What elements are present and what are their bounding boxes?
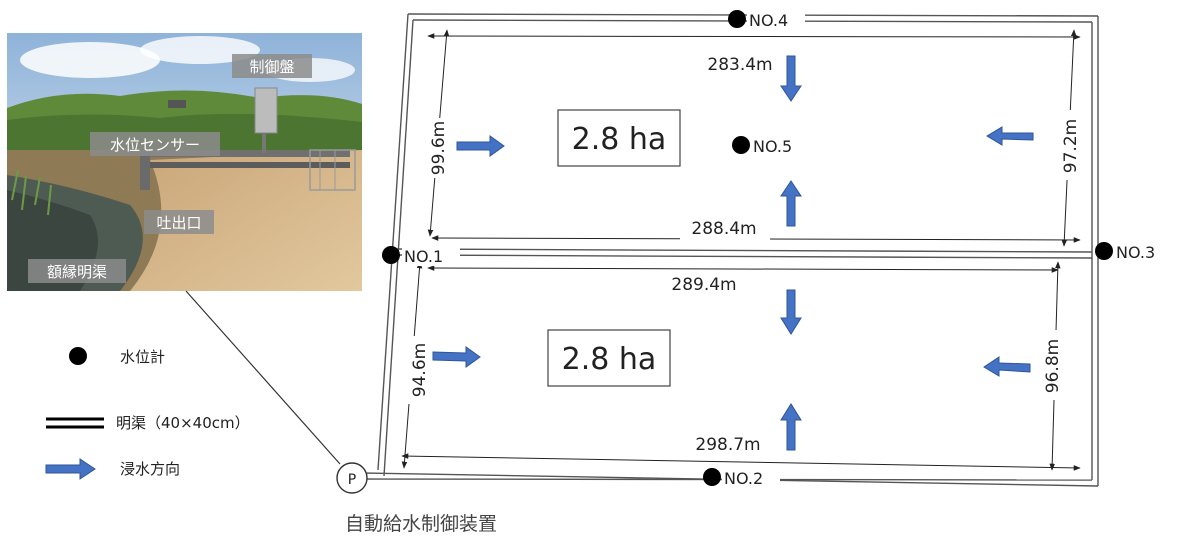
water-level-gauge-icon bbox=[728, 10, 746, 28]
gauge-label-no5: NO.5 bbox=[753, 137, 792, 156]
gauge-label-no3: NO.3 bbox=[1116, 243, 1155, 262]
open-channels bbox=[361, 13, 1099, 487]
measurement-north-right: 97.2m bbox=[1061, 119, 1081, 173]
flood-arrow-icon bbox=[780, 403, 802, 451]
photo-label-water-level-sensor: 水位センサー bbox=[110, 136, 200, 154]
measurement-south-top: 289.4m bbox=[671, 275, 736, 295]
pump-icon bbox=[336, 462, 368, 494]
flood-arrow-icon bbox=[432, 346, 481, 368]
flood-arrow-icon bbox=[986, 126, 1034, 146]
pump: P 自動給水制御装置 bbox=[336, 462, 497, 535]
area-box-south: 2.8 ha bbox=[547, 329, 671, 387]
measurement-south-left: 94.6m bbox=[410, 343, 430, 397]
area-box-north: 2.8 ha bbox=[557, 109, 681, 167]
water-level-gauge-icon bbox=[1095, 242, 1113, 260]
water-level-gauge-icon bbox=[382, 246, 400, 264]
gauge-label-no1: NO.1 bbox=[404, 247, 443, 266]
legend-water-level-gauge: 水位計 bbox=[120, 348, 165, 366]
photo-label-perimeter-drain: 額縁明渠 bbox=[47, 263, 107, 281]
pump-symbol: P bbox=[348, 472, 356, 488]
area-label-north: 2.8 ha bbox=[572, 122, 667, 157]
flood-arrow-icon bbox=[456, 135, 505, 157]
flood-arrow-icon bbox=[780, 180, 802, 227]
water-level-gauges: NO.1 NO.2 NO.3 NO.4 NO.5 bbox=[382, 8, 1172, 488]
measurement-south-right: 96.8m bbox=[1043, 339, 1063, 393]
legend-channel-icon bbox=[46, 417, 104, 429]
measurement-north-bottom: 288.4m bbox=[691, 219, 756, 239]
flood-arrow-icon bbox=[983, 356, 1031, 377]
water-level-gauge-icon bbox=[732, 136, 750, 154]
pump-caption: 自動給水制御装置 bbox=[345, 513, 497, 535]
legend: 水位計 明渠（40×40cm） 浸水方向 bbox=[45, 347, 250, 480]
flood-arrow-icon bbox=[780, 55, 802, 102]
flood-arrow-icon bbox=[780, 289, 802, 335]
measurement-north-left: 99.6m bbox=[429, 121, 449, 175]
flood-arrows bbox=[432, 55, 1034, 451]
legend-gauge-icon bbox=[69, 347, 87, 365]
water-level-gauge-icon bbox=[703, 468, 721, 486]
site-photo: 制御盤 水位センサー 吐出口 額縁明渠 bbox=[7, 33, 362, 291]
legend-open-channel: 明渠（40×40cm） bbox=[116, 414, 250, 432]
photo-leader-line bbox=[185, 290, 341, 465]
photo-label-outlet: 吐出口 bbox=[156, 214, 201, 232]
measurement-north-top: 283.4m bbox=[707, 55, 772, 75]
gauge-label-no4: NO.4 bbox=[749, 11, 788, 30]
area-label-south: 2.8 ha bbox=[562, 342, 657, 377]
legend-flood-direction: 浸水方向 bbox=[120, 460, 180, 478]
photo-label-control-panel: 制御盤 bbox=[249, 58, 294, 76]
legend-flood-arrow-icon bbox=[45, 458, 96, 480]
gauge-label-no2: NO.2 bbox=[724, 469, 763, 488]
measurement-south-bottom: 298.7m bbox=[695, 435, 760, 455]
